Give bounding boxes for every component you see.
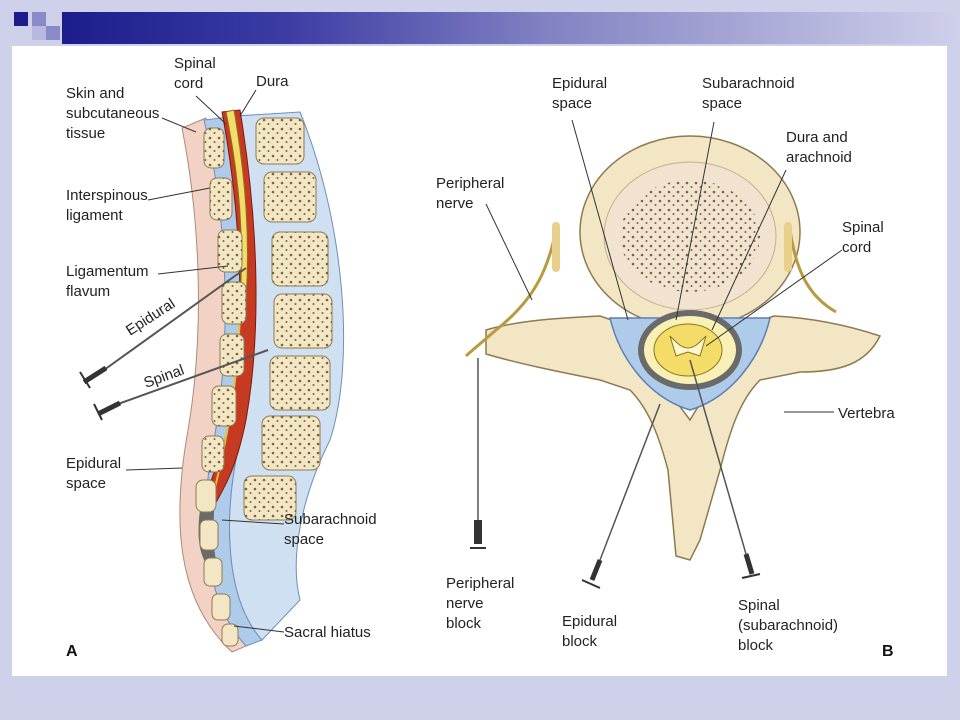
label-sacral-hiatus: Sacral hiatus	[284, 624, 371, 641]
label-subarachnoid-a: Subarachnoid space	[284, 511, 381, 548]
label-peripheral-nerve: Peripheral nerve	[436, 175, 509, 212]
label-skin: Skin and subcutaneous tissue	[66, 85, 164, 142]
peripheral-block-needle	[470, 358, 486, 549]
header-gradient-bar	[62, 12, 960, 44]
slide-header	[0, 0, 960, 46]
header-square-light	[32, 12, 46, 26]
label-ligamentum: Ligamentum flavum	[66, 263, 153, 300]
label-subarachnoid-b: Subarachnoid space	[702, 75, 799, 112]
panel-a-sagittal: Skin and subcutaneous tissue Spinal cord…	[66, 55, 381, 660]
figure-panel: Skin and subcutaneous tissue Spinal cord…	[12, 46, 947, 676]
panel-b-letter: B	[882, 643, 894, 660]
label-interspinous: Interspinous ligament	[66, 187, 152, 224]
label-dura: Dura	[256, 73, 289, 90]
label-epidural-space-b: Epidural space	[552, 75, 611, 112]
epidural-needle	[79, 267, 247, 389]
panel-a-leader-lines	[125, 89, 285, 633]
spinous-processes	[195, 127, 247, 647]
nerve-root-left	[552, 222, 560, 272]
label-epidural-needle: Epidural	[123, 295, 178, 339]
nerve-right	[788, 229, 837, 314]
header-square-dark	[14, 12, 28, 26]
label-dura-arachnoid: Dura and arachnoid	[786, 129, 852, 166]
epidural-block-needle	[581, 403, 661, 589]
panel-a-letter: A	[66, 643, 78, 660]
panel-b-axial: Epidural space Subarachnoid space Dura a…	[436, 75, 895, 660]
spinal-block-needle	[689, 359, 761, 579]
panel-b-leader-lines	[485, 119, 843, 413]
vertebral-bodies	[243, 117, 333, 521]
grey-matter	[669, 335, 707, 357]
bone-texture	[620, 180, 760, 292]
label-epidural-space-a: Epidural space	[66, 455, 125, 492]
label-spinal-block: Spinal (subarachnoid) block	[738, 597, 842, 654]
label-epidural-block: Epidural block	[562, 613, 621, 650]
label-vertebra: Vertebra	[838, 405, 895, 422]
header-square-light	[46, 26, 60, 40]
anatomy-diagram: Skin and subcutaneous tissue Spinal cord…	[66, 55, 895, 660]
label-peripheral-block: Peripheral nerve block	[446, 575, 519, 632]
label-spinal-cord-b: Spinal cord	[842, 219, 888, 256]
header-square-mid	[32, 26, 46, 40]
label-spinal-cord-a: Spinal cord	[174, 55, 220, 92]
nerve-left	[464, 229, 558, 358]
spinal-needle	[93, 349, 269, 421]
nerve-root-right	[784, 222, 792, 272]
